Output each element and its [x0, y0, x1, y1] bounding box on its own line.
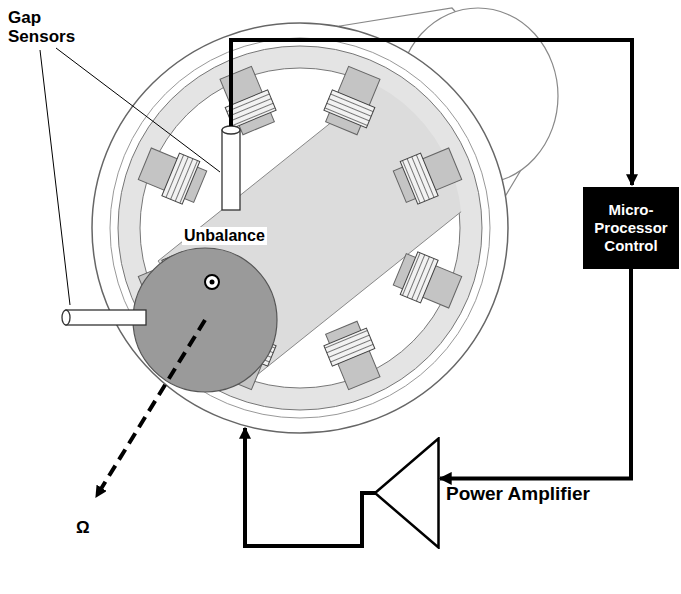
coil-drive-wire — [245, 428, 376, 546]
unbalance-mass — [205, 275, 219, 289]
sensor-body — [222, 130, 240, 210]
gap-sensor — [62, 310, 146, 325]
amplifier-triangle: Power Amplifier — [372, 437, 440, 549]
part-label: Unbalance — [182, 227, 267, 245]
signal-wire — [440, 269, 631, 478]
rotation-label: Ω — [76, 518, 90, 537]
rotation-axis — [96, 320, 205, 497]
sensor-body — [66, 310, 146, 325]
coil — [324, 328, 375, 366]
coil — [400, 153, 438, 204]
controller-box: Micro-Processor Control — [583, 187, 679, 269]
sensor-wire — [231, 40, 632, 185]
amplifier-symbol — [372, 437, 440, 549]
amplifier-label: Power Amplifier — [446, 483, 590, 505]
unbalance-mass-center — [210, 280, 215, 285]
coil — [162, 153, 200, 204]
leader-line — [40, 50, 70, 305]
sensor-top — [222, 126, 240, 134]
amplifier-outline — [375, 439, 439, 548]
sensor-end — [62, 310, 70, 325]
gap-sensor — [222, 126, 240, 210]
coil — [400, 252, 438, 303]
leader-line — [56, 48, 220, 172]
coil — [324, 90, 375, 128]
controller-label: Micro-Processor Control — [589, 201, 673, 255]
sensor-label: Gap Sensors — [8, 8, 80, 46]
